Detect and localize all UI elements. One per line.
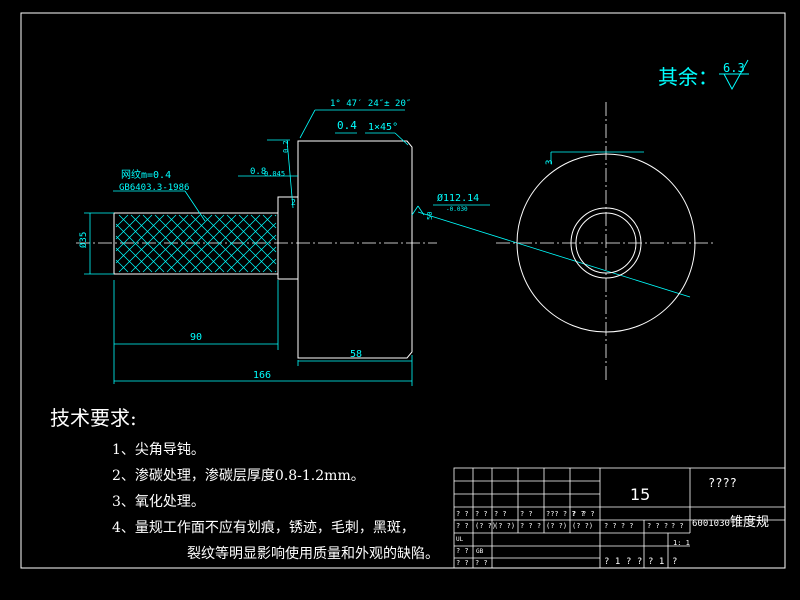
tb-row-b-right-cell: ? ? ? bbox=[647, 522, 668, 530]
note-item-3: 3、氧化处理。 bbox=[112, 494, 205, 510]
tb-row-c-label: UL bbox=[456, 536, 464, 543]
tb-row-b-cell: (? ?) bbox=[475, 522, 496, 530]
tb-row-b-cell: (? ?) bbox=[572, 522, 593, 530]
surface-finish-value: 6.3 bbox=[723, 61, 745, 75]
tb-row-b-cell: ? ? ? bbox=[520, 522, 541, 530]
title-block-text: ? ?? ?? ?? ???? ? ?? ?? ?? ?(? ?)(? ?)? … bbox=[456, 510, 684, 567]
tb-row-c-sub: GB bbox=[476, 548, 484, 555]
tb-row-b-right-cell: ? ? bbox=[671, 522, 684, 530]
length-166-label: 166 bbox=[253, 370, 271, 381]
notes-title: 技术要求: bbox=[50, 406, 137, 430]
taper-body bbox=[297, 140, 413, 359]
tb-row-a-cell: ? ? bbox=[572, 510, 585, 518]
drawing-number: 6001030 bbox=[692, 519, 730, 529]
tb-row-a-cell: ? ? bbox=[456, 510, 469, 518]
length-90-label: 90 bbox=[190, 332, 202, 343]
title-block bbox=[453, 467, 786, 569]
note-item-4: 4、量规工作面不应有划痕，锈迹，毛刺，黑斑， bbox=[112, 520, 415, 536]
note-item-1: 1、尖角导钝。 bbox=[112, 442, 205, 458]
left-tolerance-label: 0.8 bbox=[250, 167, 266, 177]
knurl-standard-label: GB6403.3-1986 bbox=[119, 183, 189, 193]
roughness-top-label: 0.4 bbox=[337, 119, 357, 132]
tb-row-a-cell: ? ? bbox=[494, 510, 507, 518]
knurl-spec-label: 网纹m=0.4 bbox=[121, 168, 171, 181]
tb-row-d-cell: ? ? bbox=[456, 559, 469, 567]
tb-row-a-cell: ? ? bbox=[475, 510, 488, 518]
technical-requirements: 技术要求: 1、尖角导钝。 2、渗碳处理，渗碳层厚度0.8-1.2mm。 3、氧… bbox=[50, 402, 439, 563]
right-tol-label: 50 bbox=[426, 212, 434, 220]
dimension-lines bbox=[84, 109, 691, 386]
company-name: ???? bbox=[708, 476, 737, 490]
taper-angle-label: 1° 47′ 24″± 20″ bbox=[330, 99, 411, 109]
quantity-value: 15 bbox=[630, 485, 650, 504]
surface-finish-symbol bbox=[719, 59, 749, 91]
surface-finish-note: 其余： bbox=[658, 65, 718, 89]
drawing-border bbox=[20, 12, 786, 569]
side-view-outer-circle bbox=[516, 153, 696, 333]
note-item-2: 2、渗碳处理，渗碳层厚度0.8-1.2mm。 bbox=[112, 468, 365, 484]
length-58-label: 58 bbox=[350, 349, 362, 360]
side-view-inner-circle bbox=[570, 207, 642, 279]
tb-row-b-cell: ? ? bbox=[456, 522, 469, 530]
tb-sheet-cell: ? bbox=[672, 557, 677, 567]
left-diameter-label: Ø35 bbox=[78, 232, 89, 248]
knurl-pattern bbox=[115, 214, 277, 273]
diameter-main-label: Ø112.14 bbox=[437, 192, 479, 204]
left-mark-label: 2 bbox=[291, 198, 296, 207]
tb-row-a-cell: ??? ? ? bbox=[546, 510, 576, 518]
part-name: 锥度规 bbox=[730, 514, 769, 530]
tb-sheet-cell: ? 1 bbox=[648, 557, 664, 567]
tb-row-b-right-cell: ? ? ? ? bbox=[604, 522, 634, 530]
tb-row-b-cell: (? ?) bbox=[494, 522, 515, 530]
tb-row-a-cell: ? ? bbox=[520, 510, 533, 518]
scale-value: 1: 1 bbox=[673, 539, 690, 547]
side-view-hole-circle bbox=[575, 212, 637, 274]
tb-row-b-cell: (? ?) bbox=[546, 522, 567, 530]
side-view-dim-label: 3 bbox=[545, 160, 555, 165]
note-item-4-cont: 裂纹等明显影响使用质量和外观的缺陷。 bbox=[187, 546, 439, 562]
diameter-sub-label: -0.030 bbox=[446, 206, 468, 213]
left-tolerance-sub-label: 0.045 bbox=[264, 170, 285, 178]
tb-row-a-cell: ? ? bbox=[582, 510, 595, 518]
tb-sheet-cell: ? 1 bbox=[604, 557, 620, 567]
chamfer-label: 1×45° bbox=[368, 122, 398, 133]
tb-sheet-cell: ? ? bbox=[626, 557, 642, 567]
tb-row-d-cell: ? ? bbox=[475, 559, 488, 567]
handle-neck bbox=[277, 196, 299, 280]
tb-row-c-left: ? ? bbox=[456, 547, 469, 555]
left-tol-side-label: 0.2 bbox=[282, 140, 290, 153]
